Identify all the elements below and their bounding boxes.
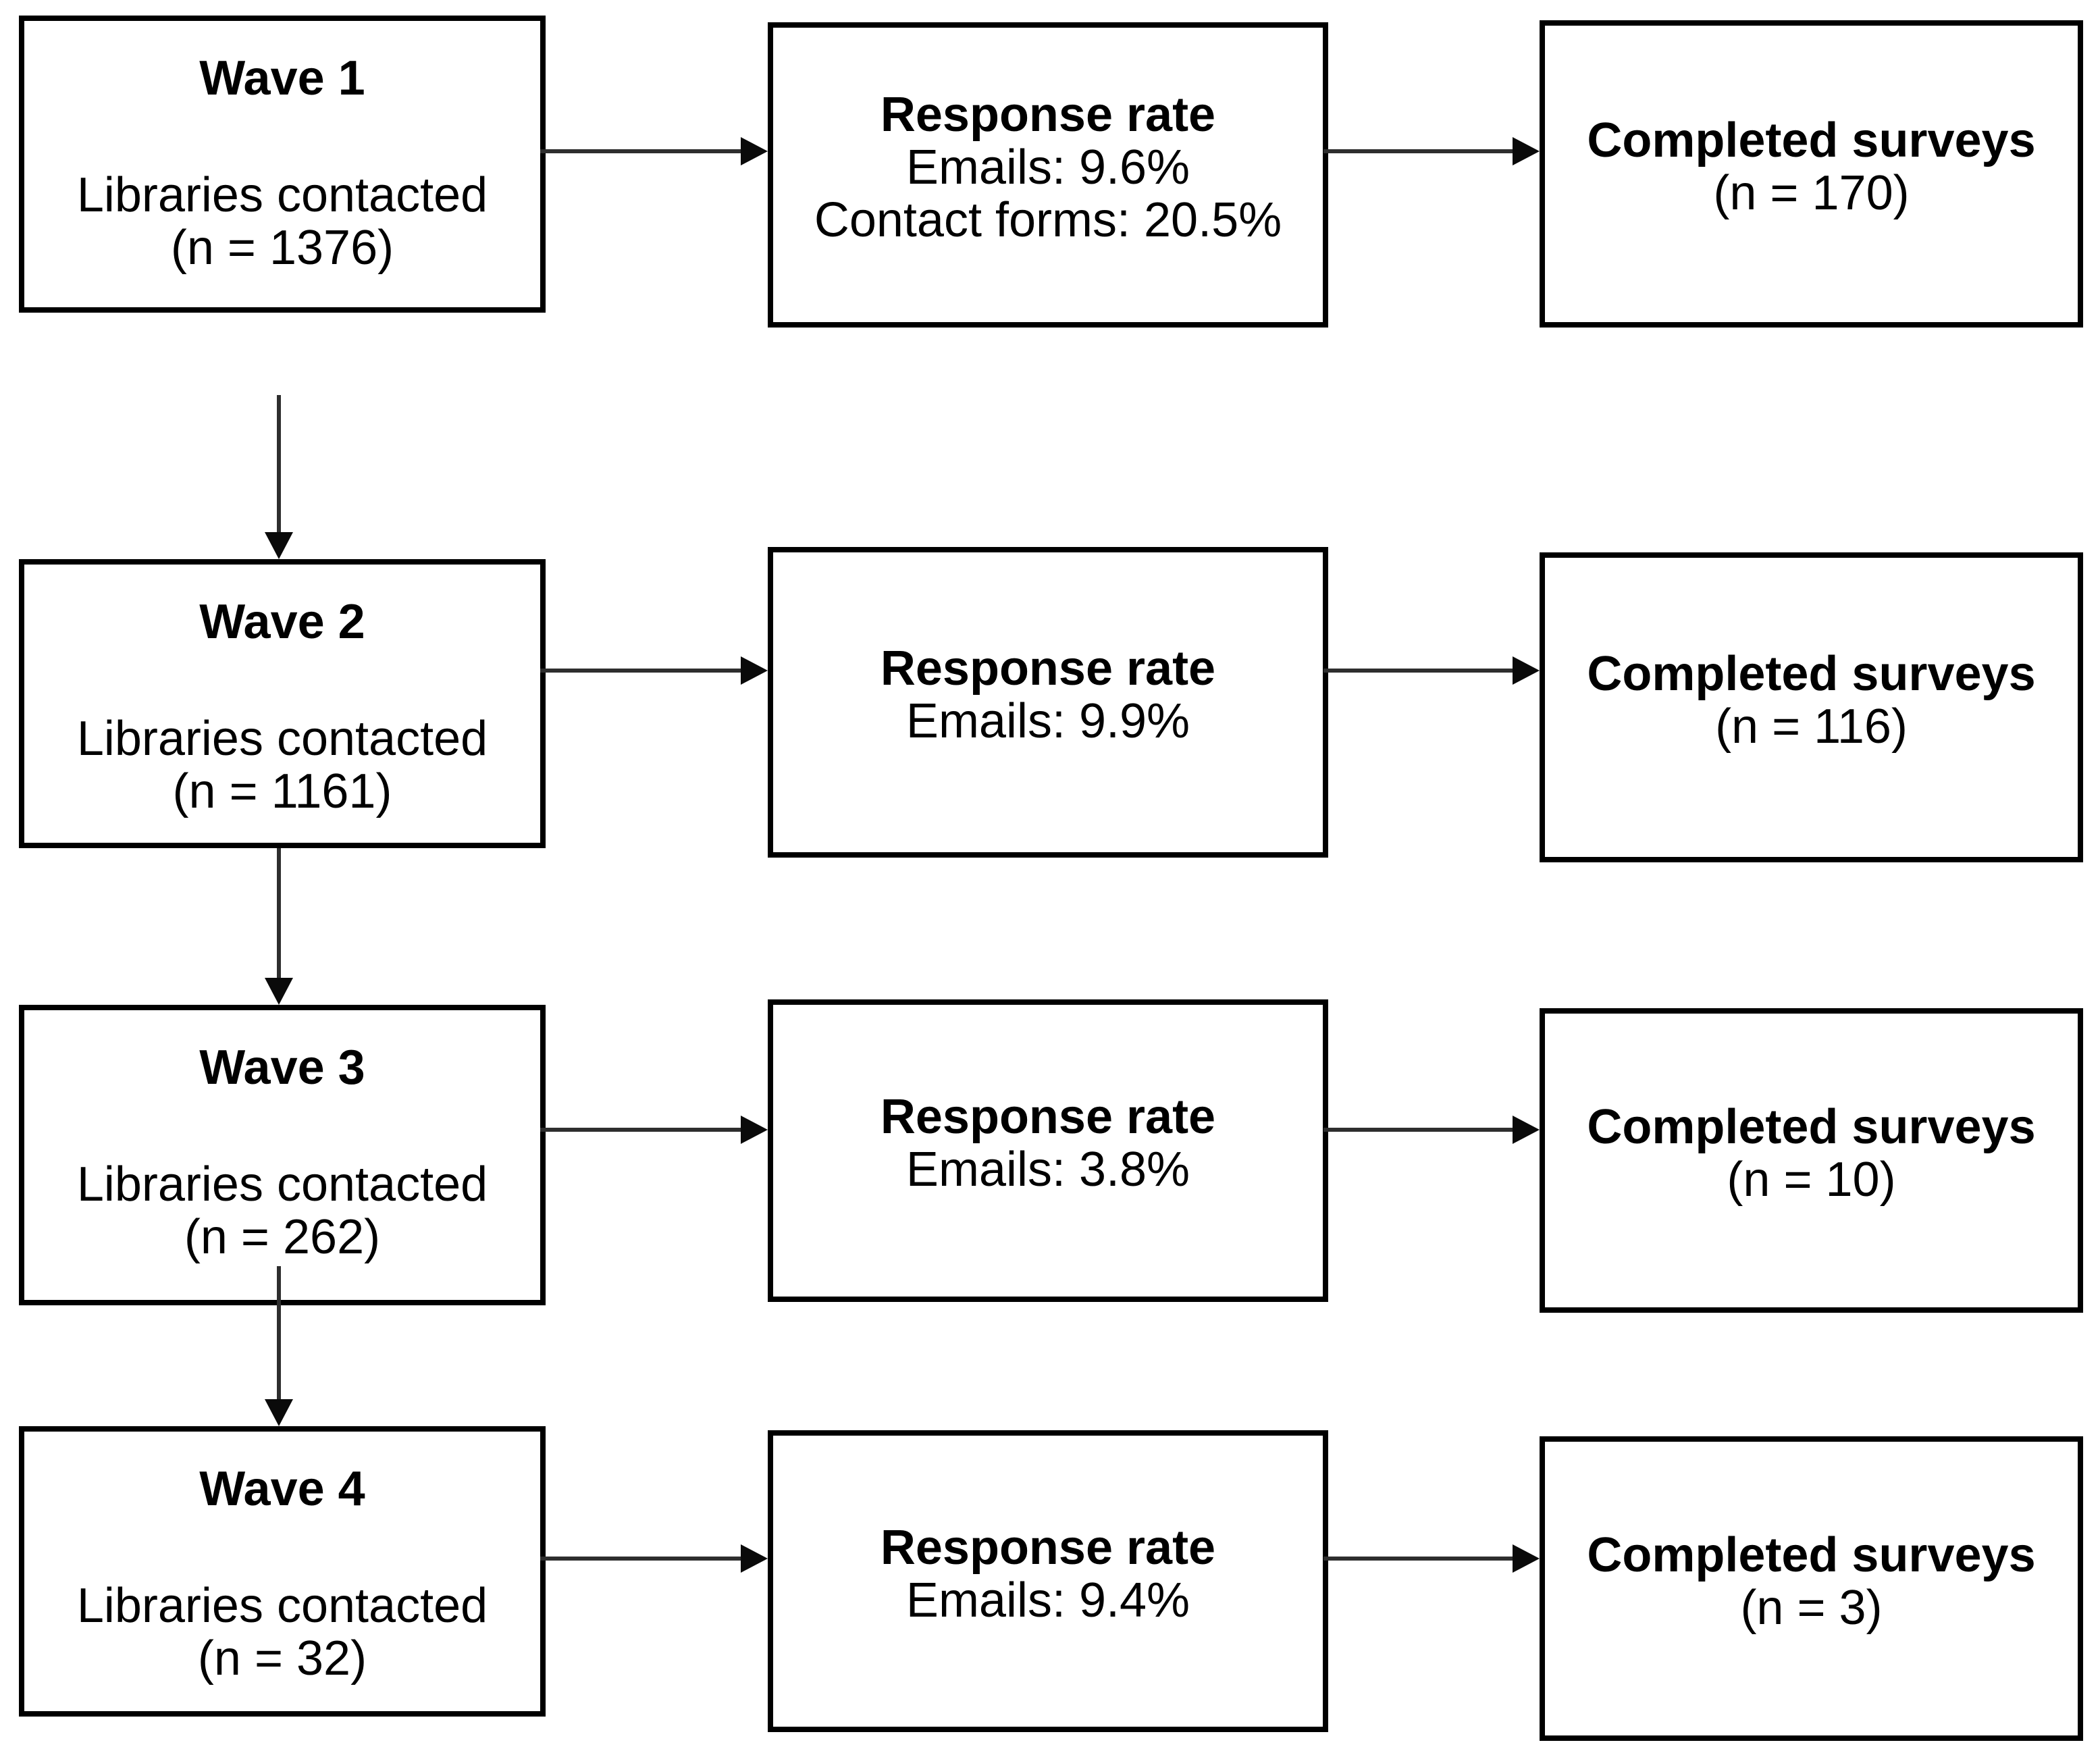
arrow-wave1-to-wave2 bbox=[265, 395, 293, 559]
arrow-response4-to-completed4 bbox=[1323, 1544, 1540, 1573]
arrow-response3-to-completed3 bbox=[1323, 1116, 1540, 1144]
response-rate-3-line1: Emails: 3.8% bbox=[905, 1143, 1190, 1197]
completed-surveys-3-title: Completed surveys bbox=[1587, 1099, 2036, 1154]
arrow-head-icon bbox=[1513, 1544, 1540, 1573]
completed-surveys-1-count: (n = 170) bbox=[1713, 165, 1910, 220]
completed-surveys-2-box: Completed surveys (n = 116) bbox=[1540, 552, 2083, 862]
wave-2-box: Wave 2 Libraries contacted (n = 1161) bbox=[19, 559, 546, 848]
arrow-response1-to-completed1 bbox=[1323, 137, 1540, 165]
arrow-head-icon bbox=[265, 978, 293, 1005]
response-rate-2-line1: Emails: 9.9% bbox=[905, 694, 1190, 748]
completed-surveys-1-title: Completed surveys bbox=[1587, 113, 2036, 167]
response-rate-3-box: Response rate Emails: 3.8% bbox=[768, 999, 1328, 1302]
arrow-head-icon bbox=[1513, 656, 1540, 685]
arrow-response2-to-completed2 bbox=[1323, 656, 1540, 685]
response-rate-2-box: Response rate Emails: 9.9% bbox=[768, 547, 1328, 858]
response-rate-4-line1: Emails: 9.4% bbox=[905, 1573, 1190, 1627]
wave-4-body: Libraries contacted (n = 32) bbox=[77, 1579, 488, 1685]
wave-2-line1: Libraries contacted bbox=[76, 712, 488, 766]
response-rate-2-title: Response rate bbox=[880, 642, 1216, 696]
wave-3-line1: Libraries contacted bbox=[76, 1157, 488, 1211]
arrow-head-icon bbox=[1513, 1116, 1540, 1144]
wave-1-title: Wave 1 bbox=[199, 51, 365, 105]
completed-surveys-4-box: Completed surveys (n = 3) bbox=[1540, 1436, 2083, 1741]
response-rate-4-title: Response rate bbox=[880, 1520, 1216, 1575]
wave-1-count: (n = 1376) bbox=[170, 221, 394, 275]
wave-4-line1: Libraries contacted bbox=[76, 1579, 488, 1633]
arrow-head-icon bbox=[265, 1399, 293, 1426]
wave-4-count: (n = 32) bbox=[197, 1631, 367, 1685]
arrow-wave2-to-response2 bbox=[540, 656, 768, 685]
wave-2-title: Wave 2 bbox=[199, 595, 365, 649]
response-rate-1-line1: Emails: 9.6% bbox=[905, 140, 1190, 194]
completed-surveys-3-count: (n = 10) bbox=[1727, 1152, 1896, 1207]
arrow-head-icon bbox=[741, 1116, 768, 1144]
wave-2-body: Libraries contacted (n = 1161) bbox=[77, 712, 488, 818]
response-rate-1-title: Response rate bbox=[880, 88, 1216, 142]
wave-4-box: Wave 4 Libraries contacted (n = 32) bbox=[19, 1426, 546, 1717]
response-rate-4-box: Response rate Emails: 9.4% bbox=[768, 1430, 1328, 1732]
completed-surveys-4-count: (n = 3) bbox=[1740, 1580, 1883, 1635]
wave-3-box: Wave 3 Libraries contacted (n = 262) bbox=[19, 1005, 546, 1305]
arrow-head-icon bbox=[741, 137, 768, 165]
arrow-head-icon bbox=[265, 532, 293, 559]
wave-3-body: Libraries contacted (n = 262) bbox=[77, 1158, 488, 1263]
wave-4-title: Wave 4 bbox=[199, 1462, 365, 1516]
response-rate-1-line2: Contact forms: 20.5% bbox=[814, 193, 1282, 247]
completed-surveys-2-title: Completed surveys bbox=[1587, 646, 2036, 701]
completed-surveys-3-box: Completed surveys (n = 10) bbox=[1540, 1008, 2083, 1313]
completed-surveys-1-box: Completed surveys (n = 170) bbox=[1540, 20, 2083, 328]
arrow-head-icon bbox=[1513, 137, 1540, 165]
wave-3-title: Wave 3 bbox=[199, 1041, 365, 1095]
arrow-wave1-to-response1 bbox=[540, 137, 768, 165]
wave-2-count: (n = 1161) bbox=[172, 764, 392, 818]
completed-surveys-2-count: (n = 116) bbox=[1715, 699, 1908, 754]
wave-3-count: (n = 262) bbox=[184, 1210, 381, 1264]
wave-1-box: Wave 1 Libraries contacted (n = 1376) bbox=[19, 16, 546, 313]
arrow-wave3-to-response3 bbox=[540, 1116, 768, 1144]
arrow-wave2-to-wave3 bbox=[265, 848, 293, 1005]
arrow-head-icon bbox=[741, 1544, 768, 1573]
arrow-head-icon bbox=[741, 656, 768, 685]
completed-surveys-4-title: Completed surveys bbox=[1587, 1527, 2036, 1582]
response-rate-1-box: Response rate Emails: 9.6% Contact forms… bbox=[768, 22, 1328, 328]
wave-1-body: Libraries contacted (n = 1376) bbox=[77, 169, 488, 274]
wave-1-line1: Libraries contacted bbox=[76, 168, 488, 222]
response-rate-3-title: Response rate bbox=[880, 1090, 1216, 1144]
